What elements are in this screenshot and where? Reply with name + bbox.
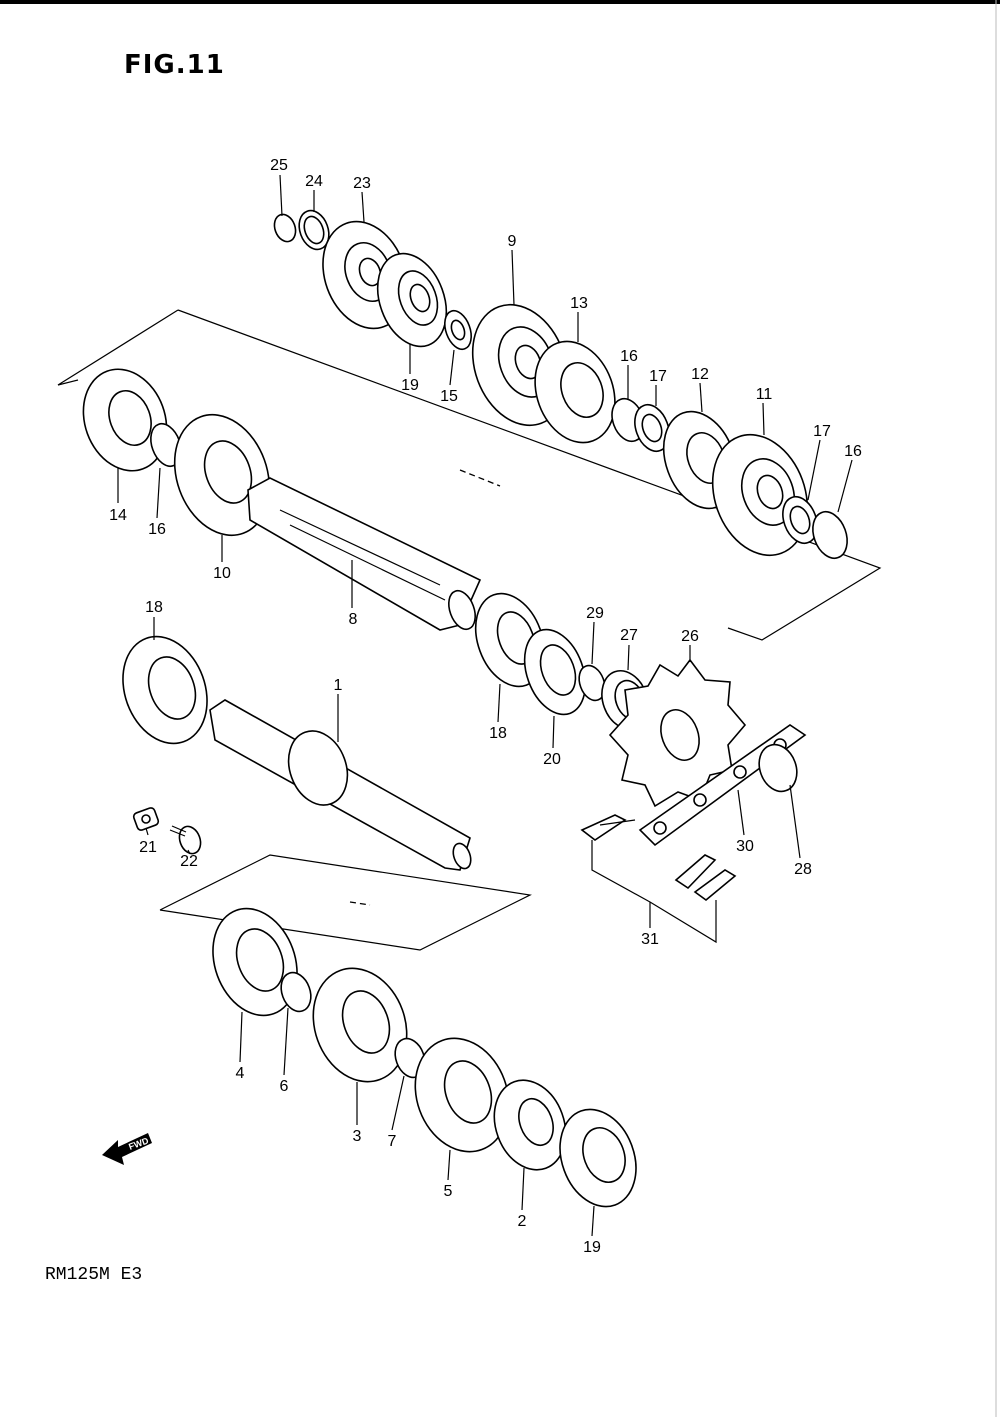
callout-13: 13 [570,295,588,312]
gear-part-4 [212,907,298,1017]
callout-18-a: 18 [489,725,507,742]
callout-22: 22 [180,853,198,870]
callout-16-c: 16 [148,521,166,538]
callout-16-a: 16 [620,348,638,365]
callout-9: 9 [508,233,517,250]
callout-3: 3 [353,1128,362,1145]
callout-27: 27 [620,627,638,644]
callout-4: 4 [236,1065,245,1082]
fwd-arrow-icon: FWD [102,1133,152,1165]
washer-part-17-b [782,495,818,545]
callout-30: 30 [736,838,754,855]
gear-part-10 [173,413,271,537]
circlip-part-16-b [812,510,848,560]
figure-title: FIG.11 [124,50,225,80]
bearing-part-19-upper [376,252,448,348]
callout-16-b: 16 [844,443,862,460]
callout-10: 10 [213,565,231,582]
callout-17-a: 17 [649,368,667,385]
gear-part-11 [711,433,809,557]
callout-28: 28 [794,861,812,878]
model-code: RM125M E3 [45,1265,143,1285]
callout-8: 8 [349,611,358,628]
lock-washer-part-21 [132,807,160,831]
washer-part-15 [444,309,472,351]
callout-2: 2 [518,1213,527,1230]
bearing-part-19-lower [559,1108,637,1208]
gear-part-3 [312,967,408,1083]
countershaft-group-outline [57,309,179,386]
callout-15: 15 [440,388,458,405]
gear-part-13 [534,340,616,444]
callout-23: 23 [353,175,371,192]
fwd-arrow-label: FWD [127,1135,150,1152]
callout-18-b: 18 [145,599,163,616]
callout-14: 14 [109,507,127,524]
leader-lines [117,174,853,1237]
screw-part-22 [169,825,202,855]
callout-26: 26 [681,628,699,645]
callout-labels: 25 24 23 9 13 19 15 16 17 12 11 17 16 14… [109,157,862,1256]
callout-5: 5 [444,1183,453,1200]
driveshaft-part-1 [209,699,472,871]
washer-part-24 [298,209,330,251]
callout-19-upper: 19 [401,377,419,394]
o-ring-part-29 [578,664,606,702]
callout-6: 6 [280,1078,289,1095]
chain-joint-part-31 [580,814,737,902]
countershaft-part-8 [247,477,482,631]
callout-11: 11 [756,386,773,403]
gear-part-5 [414,1037,510,1153]
bearing-part-18-b [122,635,208,745]
circlip-part-25 [273,213,297,243]
callout-1: 1 [334,677,343,694]
oil-seal-part-20 [523,628,587,716]
callout-31: 31 [641,931,659,948]
circlip-part-6 [280,971,312,1013]
gear-part-14 [82,368,168,472]
callout-7: 7 [388,1133,397,1150]
callout-12: 12 [691,366,709,383]
driveshaft-group-outline [159,854,532,951]
callout-20: 20 [543,751,561,768]
gear-part-2 [493,1079,567,1171]
chain-clip-part-28 [758,743,798,793]
sprocket-part-26 [608,658,747,808]
callout-29: 29 [586,605,604,622]
callout-21: 21 [139,839,157,856]
washer-part-17-a [634,403,670,453]
callout-17-b: 17 [813,423,831,440]
callout-25: 25 [270,157,288,174]
callout-24: 24 [305,173,323,190]
callout-19-lower: 19 [583,1239,601,1256]
